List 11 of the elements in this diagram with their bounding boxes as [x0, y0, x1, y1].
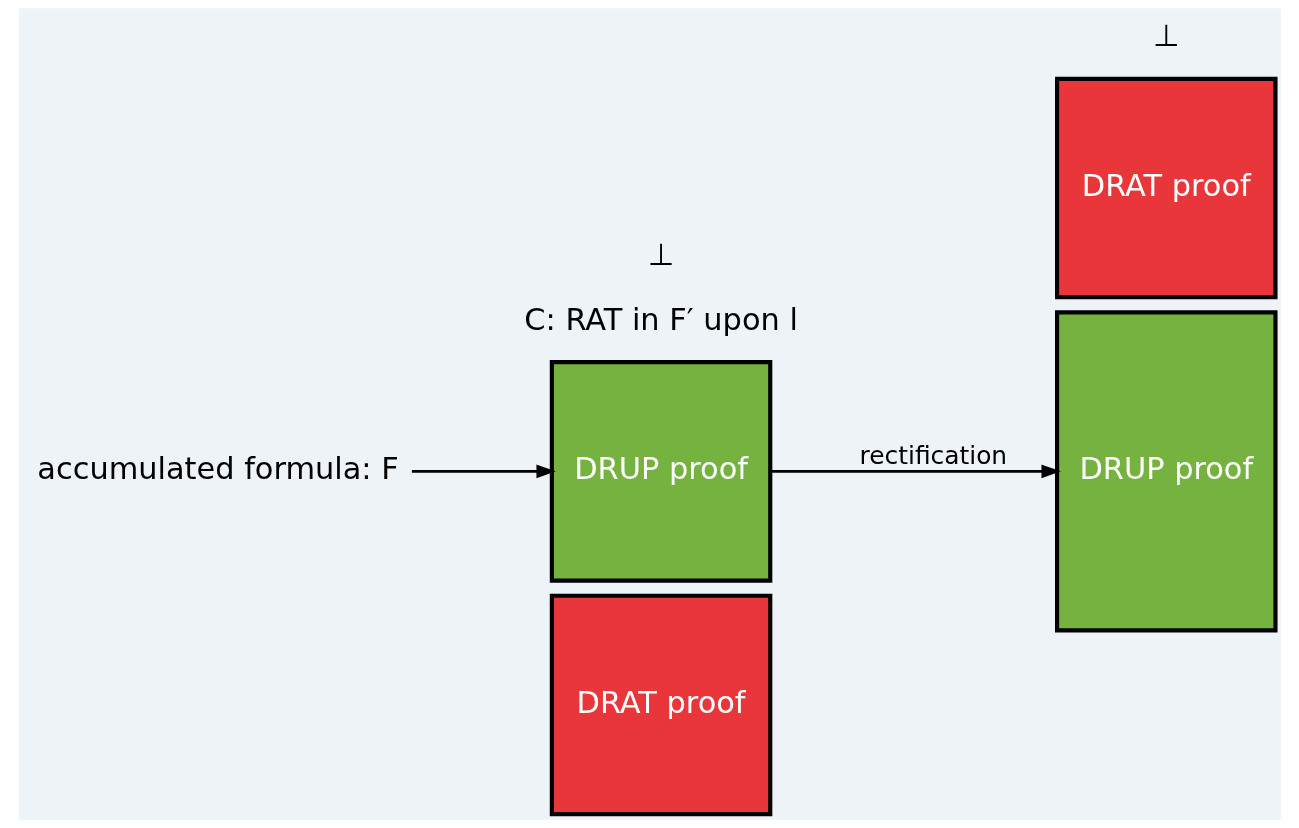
label: ⊥: [647, 236, 674, 272]
node-box: DRUP proof: [1054, 310, 1278, 633]
node-box: DRAT proof: [1054, 76, 1278, 300]
node-box: DRAT proof: [549, 593, 772, 817]
arrow: [411, 464, 556, 479]
arrow: [770, 464, 1061, 479]
label: ⊥: [1152, 18, 1180, 54]
node-box: DRUP proof: [549, 360, 772, 583]
node-text: accumulated formula: F: [36, 451, 399, 487]
label: C: RAT in F′ upon l: [523, 301, 798, 337]
edge-label: rectification: [859, 440, 1007, 470]
